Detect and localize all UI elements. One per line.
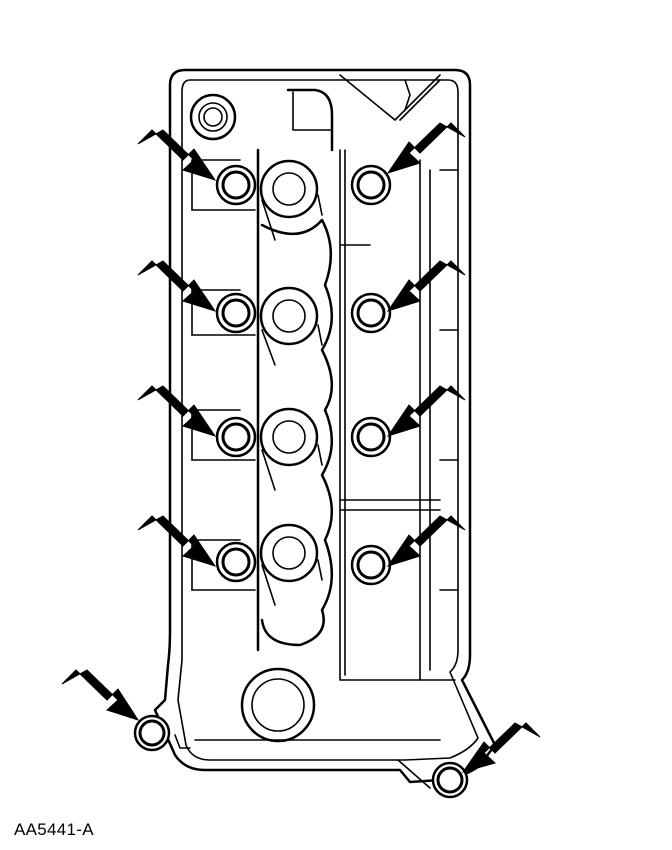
arrow-right-2 — [386, 260, 466, 312]
coil-boss-2 — [259, 286, 323, 366]
arrow-left-3 — [137, 385, 217, 437]
arrow-left-1 — [137, 129, 217, 181]
callout-arrows — [61, 122, 541, 773]
arrow-left-2 — [137, 260, 217, 312]
bolt-left-4 — [215, 541, 257, 583]
bolt-left-1 — [215, 164, 257, 206]
arrow-right-3 — [386, 385, 466, 437]
figure-id-label: AA5441-A — [14, 820, 94, 839]
bolt-right-4 — [350, 544, 392, 586]
coil-boss-4 — [259, 523, 323, 606]
bolt-right-3 — [350, 416, 392, 458]
bolt-right-1 — [350, 164, 392, 206]
bolt-bottom-right — [431, 761, 469, 799]
bolts — [133, 164, 469, 799]
bolt-right-2 — [350, 292, 392, 334]
arrow-right-1 — [386, 122, 466, 174]
arrow-bottom-left — [61, 669, 140, 721]
arrow-right-4 — [386, 515, 466, 567]
coil-boss-3 — [259, 407, 323, 491]
bolt-left-3 — [215, 416, 257, 458]
coil-boss-1 — [259, 159, 323, 241]
bolt-bottom-left — [133, 714, 171, 752]
coil-bosses — [259, 159, 323, 606]
arrow-left-4 — [137, 515, 217, 567]
bolt-left-2 — [215, 292, 257, 334]
valve-cover-body — [153, 68, 497, 789]
arrow-bottom-right — [461, 722, 541, 773]
